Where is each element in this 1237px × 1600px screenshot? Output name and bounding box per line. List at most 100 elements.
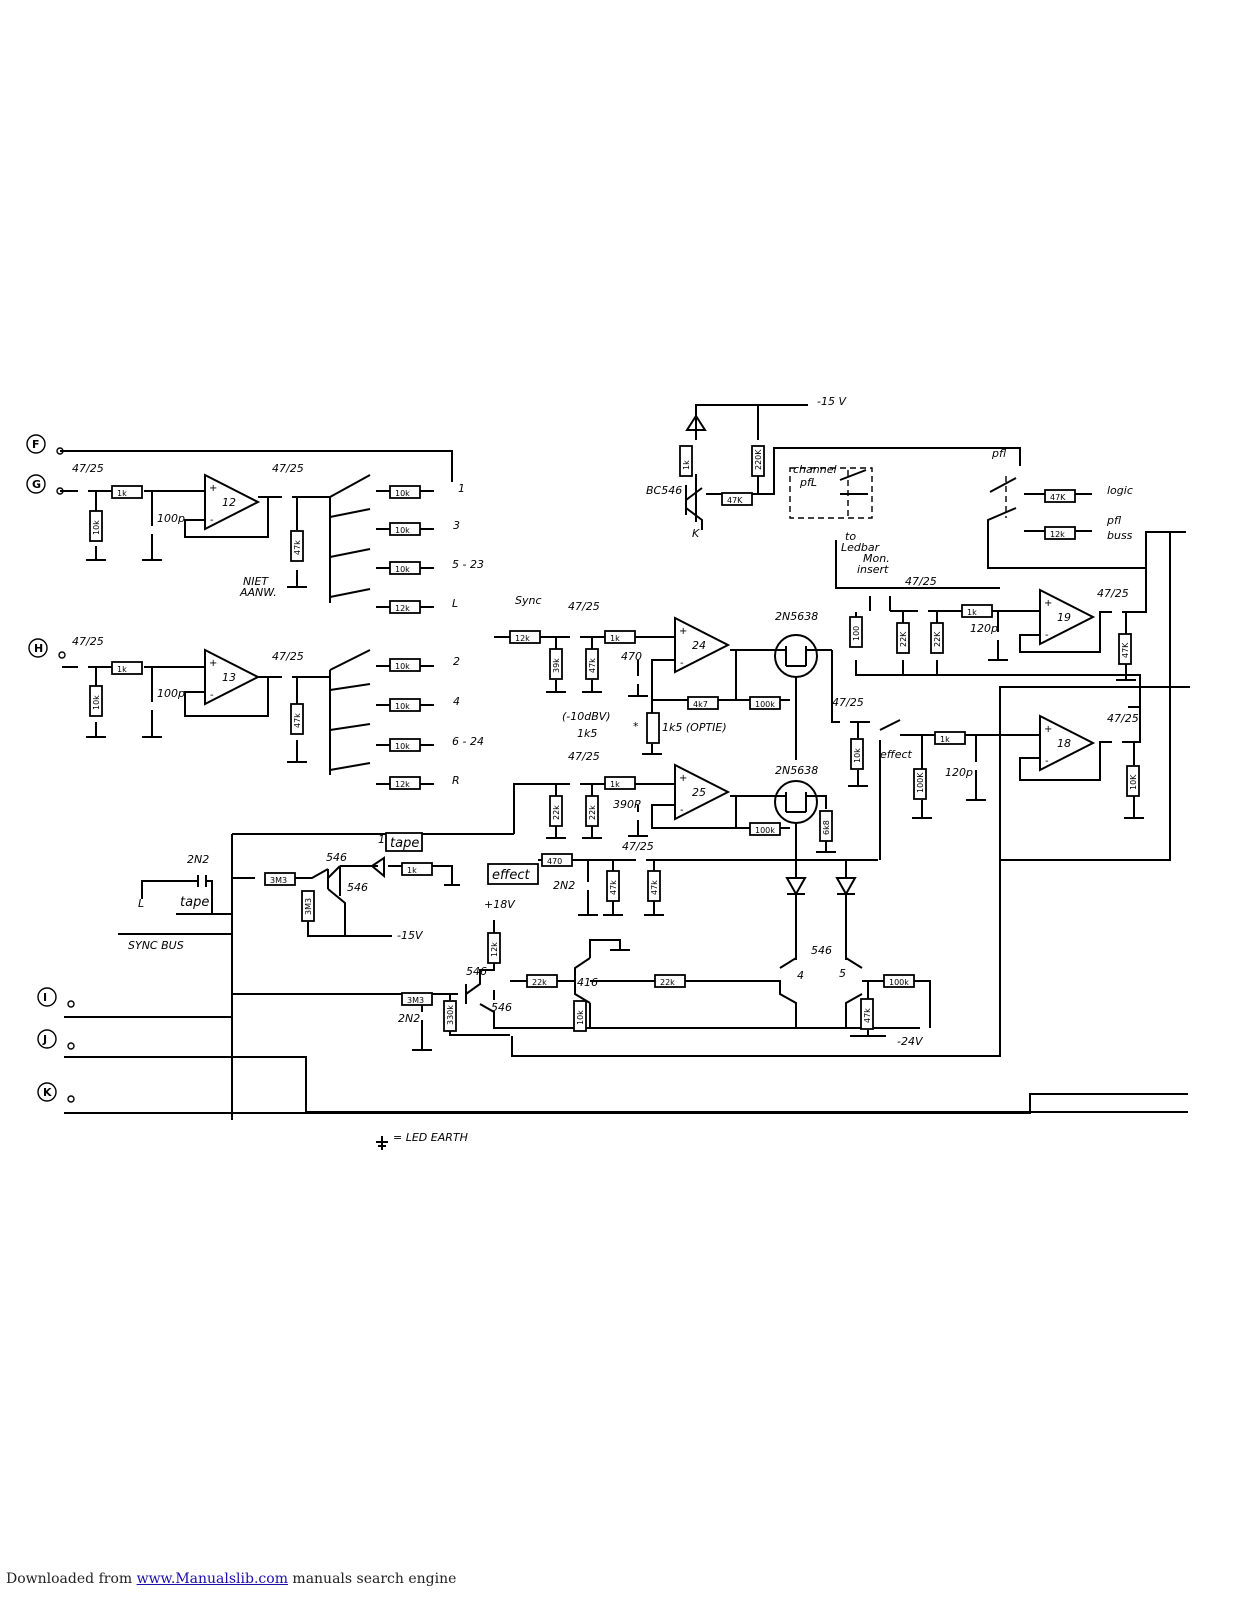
component-label: 5 (839, 967, 846, 980)
resistor-value: 22k (552, 805, 561, 820)
resistor-value: 100 (852, 626, 861, 641)
resistor-value: 10k (395, 565, 410, 574)
resistor: 10k (389, 698, 421, 712)
resistor-value: 12k (395, 604, 410, 613)
svg-text:+: + (679, 626, 687, 637)
component-label: 47/25 (72, 462, 104, 475)
component-label: to (845, 530, 856, 543)
resistors: 1k10k47k10k10k10k12k1k10k47k10k10k10k12k… (89, 445, 1140, 1032)
node-label: K (43, 1086, 52, 1099)
resistor: 22k (585, 795, 599, 827)
svg-text:-: - (210, 515, 214, 526)
svg-text:+: + (1044, 724, 1052, 735)
component-label: L (138, 897, 144, 910)
resistor: 100 (849, 616, 863, 648)
component-label: 47/25 (1107, 712, 1139, 725)
component-label: R (452, 774, 460, 787)
node-label: F (32, 438, 40, 451)
component-label: 47/25 (622, 840, 654, 853)
resistor-value: 47k (293, 540, 302, 555)
resistor-value: 330k (446, 1005, 455, 1025)
resistor: 10k (89, 685, 103, 717)
resistor-value: 10k (92, 695, 101, 710)
component-label: * (633, 720, 639, 733)
resistor-value: 3M3 (407, 996, 424, 1005)
resistor-value: 10k (395, 526, 410, 535)
node-k: K (37, 1082, 75, 1103)
resistor-value: 1k (610, 634, 620, 643)
resistor: 100k (749, 696, 781, 710)
svg-text:+: + (209, 483, 217, 494)
opamp-label: 13 (222, 671, 236, 684)
resistor-value: 12k (1050, 530, 1065, 539)
resistor-value: 22K (899, 631, 908, 647)
svg-text:-: - (1045, 756, 1049, 767)
component-label: effect (880, 748, 913, 761)
component-label: channel (793, 463, 837, 476)
resistor: 4k7 (687, 696, 719, 710)
resistor: 1k5 (OPTIE) (646, 712, 727, 744)
resistor: 10K (1126, 765, 1140, 797)
resistor: 1k (961, 604, 993, 618)
svg-text:+: + (679, 773, 687, 784)
effect-box-label: effect (487, 863, 539, 885)
resistor: 3M3 (264, 872, 296, 886)
download-footer: Downloaded from www.Manualslib.com manua… (6, 1571, 456, 1587)
resistor: 47K (1044, 489, 1076, 503)
resistor: 1k (111, 485, 143, 499)
opamp-18: +-18 (1039, 714, 1096, 772)
component-label: 5 - 23 (452, 558, 484, 571)
component-label: BC546 (646, 484, 682, 497)
resistor-value: 47k (588, 658, 597, 673)
resistor-value: 47K (1121, 642, 1130, 658)
component-label: logic (1107, 484, 1133, 497)
resistor-value: 47K (1050, 493, 1066, 502)
component-label: 1k5 (577, 727, 597, 740)
component-label: 546 (326, 851, 347, 864)
resistor: 10k (389, 658, 421, 672)
resistor-value: 12k (395, 780, 410, 789)
resistor: 10k (573, 1000, 587, 1032)
resistor-value: 6k8 (822, 820, 831, 835)
wiring (60, 404, 1190, 1150)
resistor: 47k (290, 703, 304, 735)
component-label: 47/25 (905, 575, 937, 588)
resistor: 47k (647, 870, 661, 902)
resistor: 6k8 (819, 810, 833, 842)
resistor: 10k (389, 738, 421, 752)
component-label: NIET (243, 575, 269, 588)
resistor-value: 1k (682, 460, 691, 470)
resistor-value: 10k (395, 742, 410, 751)
opamp-label: 24 (692, 639, 706, 652)
opamp-label: 12 (222, 496, 236, 509)
resistor: 220K (751, 445, 765, 477)
component-label: 2N2 (553, 879, 575, 892)
resistor-value: 4k7 (693, 700, 708, 709)
component-label: 546 (811, 944, 832, 957)
component-label: 3 (453, 519, 460, 532)
resistor: 10k (389, 522, 421, 536)
resistor-value: 1k (940, 735, 950, 744)
resistor-value: 39k (552, 658, 561, 673)
resistor-value: 1k5 (OPTIE) (662, 721, 727, 734)
component-label: 100p (157, 512, 185, 525)
tape-label: tape (390, 836, 419, 851)
resistor-value: 47k (650, 880, 659, 895)
tape-box-label: tape (385, 832, 423, 852)
resistor: 47k (860, 998, 874, 1030)
component-label: 47/25 (832, 696, 864, 709)
node-h: H (28, 638, 66, 659)
component-label: Sync (515, 594, 542, 607)
manualslib-link[interactable]: www.Manualslib.com (136, 1571, 288, 1587)
resistor-value: 220K (754, 449, 763, 470)
component-label: 4 (797, 969, 804, 982)
component-label: SYNC BUS (128, 939, 184, 952)
resistor: 47K (721, 492, 753, 506)
component-label: 47/25 (272, 462, 304, 475)
resistor: 47K (1118, 633, 1132, 665)
resistor: 3M3 (401, 992, 433, 1006)
resistor: 12k (487, 932, 501, 964)
